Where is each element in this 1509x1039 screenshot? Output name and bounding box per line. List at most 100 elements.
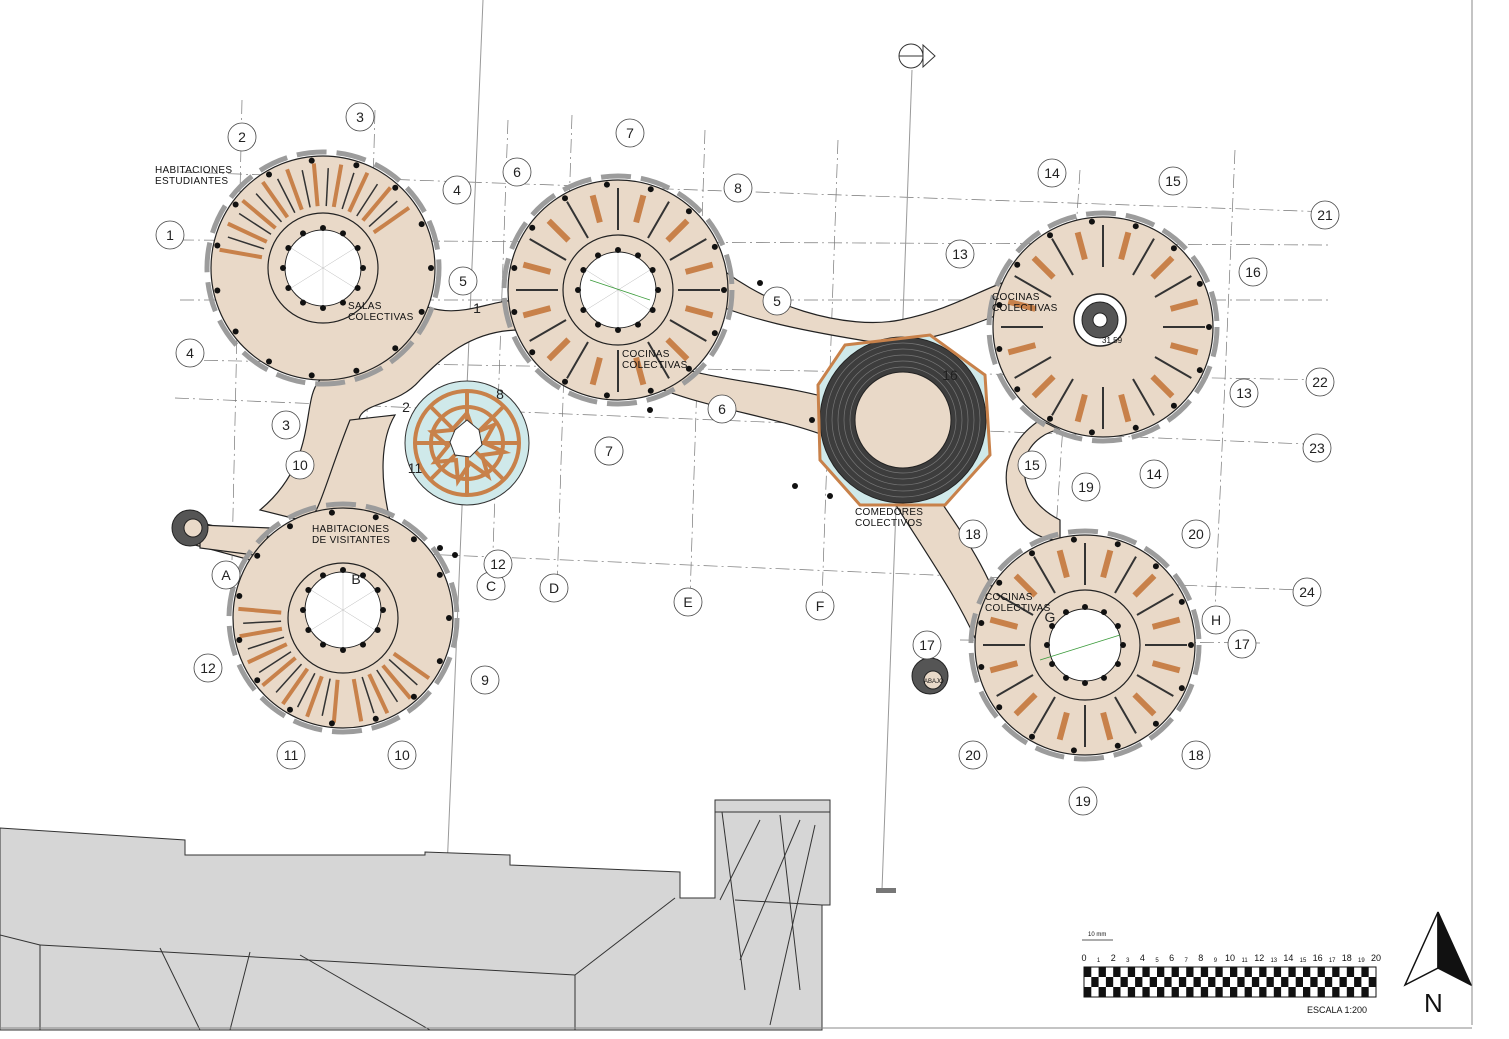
column <box>580 307 587 313</box>
partition <box>321 678 331 716</box>
grid-bubble-text: 16 <box>942 367 958 383</box>
scale-cell <box>1244 967 1252 977</box>
scale-tick: 3 <box>1126 958 1130 964</box>
spiral-stair-east <box>1073 293 1127 347</box>
column <box>214 242 221 249</box>
partition <box>238 606 282 615</box>
grid-bubble-18: 18 <box>1181 740 1211 770</box>
partition <box>351 678 364 722</box>
scale-cell <box>1164 977 1172 987</box>
grid-bubble-1: 1 <box>473 300 481 316</box>
partition <box>1033 696 1056 734</box>
partition <box>258 651 292 674</box>
scale-caption: ESCALA 1:200 <box>1307 1005 1367 1015</box>
partition <box>261 180 290 219</box>
grid-bubble-16: 16 <box>942 367 958 383</box>
label-habitaciones-visitantes: HABITACIONES <box>312 524 389 535</box>
grid-bubble-text: 2 <box>238 129 246 145</box>
scale-cell <box>1230 987 1238 997</box>
grid-bubble-19: 19 <box>1071 472 1101 502</box>
scale-cell <box>1091 977 1099 987</box>
spiral-stair-west <box>171 509 209 547</box>
column <box>615 247 621 253</box>
grid-bubble-text: A <box>221 567 231 583</box>
column <box>792 483 798 489</box>
scale-cell <box>1135 977 1143 987</box>
column <box>511 264 518 271</box>
column <box>446 615 452 621</box>
partition <box>347 171 370 213</box>
column <box>354 245 361 251</box>
label-comedores: COMEDORES <box>855 507 923 518</box>
columns <box>214 157 1212 754</box>
scale-tick: 6 <box>1169 953 1174 963</box>
partition <box>1132 238 1155 276</box>
column <box>978 664 985 671</box>
column <box>232 328 239 335</box>
grid-bubble-text: 4 <box>186 345 194 361</box>
column <box>595 321 601 328</box>
scale-cell <box>1230 967 1238 977</box>
column <box>529 224 536 231</box>
grid-bubble-text: D <box>549 580 559 596</box>
partition <box>589 194 603 224</box>
scale-cell <box>1288 967 1296 977</box>
grid-bubble-2: 2 <box>402 399 410 415</box>
grid-bubble-text: F <box>816 598 825 614</box>
label-cocinas-3: COCINAS <box>985 592 1033 603</box>
column <box>595 252 601 259</box>
scale-cell <box>1127 967 1136 977</box>
furniture <box>219 163 1205 747</box>
scale-tick: 18 <box>1342 953 1352 963</box>
grid-bubble-1: 1 <box>155 220 185 250</box>
column <box>436 658 443 665</box>
grid-bubble-17: 17 <box>912 630 942 660</box>
partition <box>301 170 311 208</box>
grid-bubble-text: 19 <box>1075 793 1091 809</box>
scale-tick: 10 <box>1225 953 1235 963</box>
partition <box>1151 660 1181 674</box>
grid-bubble-text: 15 <box>1024 457 1040 473</box>
column <box>340 230 346 237</box>
grid-bubble-text: 20 <box>1188 526 1204 542</box>
label-habitaciones-visitantes-2: DE VISITANTES <box>312 535 390 546</box>
partition <box>281 667 310 706</box>
grid-bubble-text: 20 <box>965 747 981 763</box>
column <box>287 523 293 530</box>
column <box>685 208 692 215</box>
column <box>1188 642 1194 648</box>
partition <box>1151 616 1181 630</box>
scale-tick: 2 <box>1111 953 1116 963</box>
scale-tick: 0 <box>1081 953 1086 963</box>
column <box>511 309 518 316</box>
scale-cell <box>1186 967 1194 977</box>
column <box>320 572 326 579</box>
partition <box>1132 692 1157 717</box>
grid-bubble-text: 4 <box>453 182 461 198</box>
column <box>1029 733 1035 740</box>
grid-bubble-21: 21 <box>1310 200 1340 230</box>
grid-bubble-13: 13 <box>945 239 975 269</box>
partition <box>247 636 285 650</box>
column <box>1152 563 1159 570</box>
partition <box>1051 378 1074 416</box>
column <box>529 349 536 356</box>
column <box>1088 218 1095 225</box>
grid-bubble-H: H <box>1201 605 1231 635</box>
column <box>372 715 379 722</box>
grid-bubble-text: 23 <box>1309 440 1325 456</box>
partition <box>361 676 375 714</box>
column <box>287 706 293 713</box>
column <box>236 637 243 644</box>
dimension-label: 31.59 <box>1102 336 1123 345</box>
grid-bubble-G: G <box>1045 609 1056 625</box>
scale-cell <box>1113 967 1121 977</box>
grid-bubble-B: B <box>351 571 360 587</box>
partition <box>1169 298 1199 312</box>
column <box>1120 642 1126 648</box>
grid-bubble-text: 11 <box>284 747 299 763</box>
grid-bubble-7: 7 <box>615 118 645 148</box>
partition <box>1150 374 1175 399</box>
partition <box>1136 674 1174 697</box>
column <box>340 647 346 653</box>
